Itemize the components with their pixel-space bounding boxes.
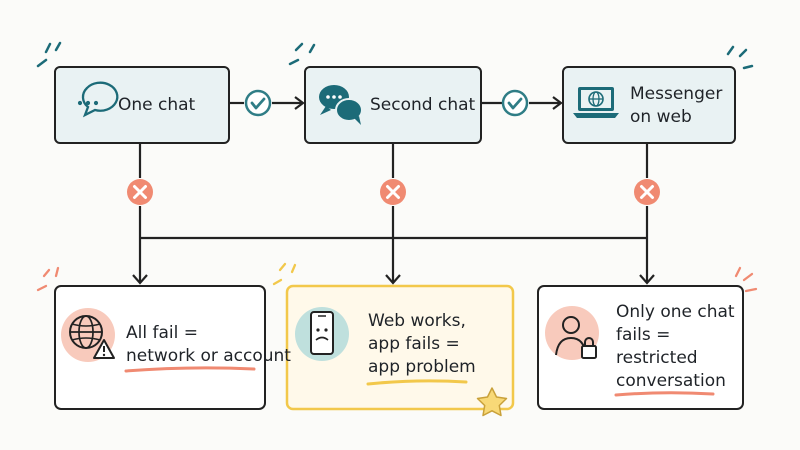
check-circle-icon — [244, 89, 272, 117]
user-lock-icon — [545, 306, 599, 360]
x-circle-icon — [380, 179, 406, 205]
outcome-1-line-1: All fail = — [126, 323, 198, 343]
underline-network-or-account — [124, 366, 256, 373]
sad-phone-icon — [295, 307, 349, 361]
step-label-messenger: Messenger — [630, 84, 723, 104]
connector-step1-step2 — [229, 96, 305, 110]
underline-restricted-conversation — [614, 391, 715, 397]
fail-branch-lines — [132, 143, 655, 285]
step-label-second-chat: Second chat — [370, 95, 476, 115]
double-chat-bubbles-icon — [319, 85, 363, 125]
step-box-messenger-web — [562, 66, 736, 144]
underline-app-problem — [366, 379, 468, 386]
step-label-one-chat: One chat — [118, 95, 196, 115]
outcome-3-line-4: conversation — [616, 371, 726, 391]
outcome-3-line-3: restricted — [616, 348, 698, 368]
connector-step2-step3 — [481, 96, 563, 110]
outcome-3-line-1: Only one chat — [616, 302, 735, 322]
sparkle-accents — [36, 41, 754, 70]
step-label-on-web: on web — [630, 107, 692, 127]
outcome-2-line-2: app fails = — [368, 334, 460, 354]
outcome-1-line-2: network or account — [126, 346, 291, 366]
outcome-sparkles — [36, 262, 758, 293]
check-circle-icon — [501, 89, 529, 117]
globe-warning-icon — [61, 308, 115, 362]
outcome-2-line-1: Web works, — [368, 311, 466, 331]
star-icon — [476, 387, 508, 417]
x-circle-icon — [127, 179, 153, 205]
laptop-globe-icon — [573, 87, 619, 118]
x-circle-icon — [634, 179, 660, 205]
outcome-3-line-2: fails = — [616, 325, 671, 345]
outcome-box-app-problem — [285, 284, 515, 411]
speech-bubble-dots-icon — [77, 81, 119, 118]
outcome-2-line-3: app problem — [368, 357, 476, 377]
